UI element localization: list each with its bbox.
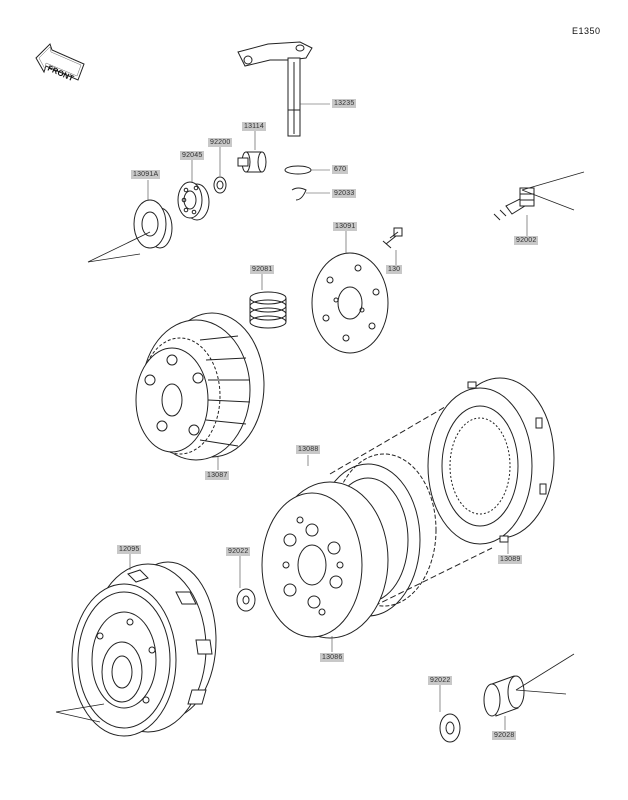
diagram-code: E1350 <box>572 26 601 36</box>
part-label-12095[interactable]: 12095 <box>117 545 142 554</box>
part-label-13087[interactable]: 13087 <box>205 471 230 480</box>
pressure-plate-drawing <box>311 252 389 354</box>
pin-drawing <box>237 151 267 173</box>
bolt-drawing <box>493 171 585 221</box>
clutch-drum-drawing <box>261 481 389 639</box>
part-label-13089[interactable]: 13089 <box>498 555 523 564</box>
part-label-92033[interactable]: 92033 <box>332 189 357 198</box>
washer-2-drawing <box>439 713 461 743</box>
washer-drawing <box>236 588 256 612</box>
clutch-hub-drawing <box>135 312 265 461</box>
part-label-13091[interactable]: 13091 <box>333 222 358 231</box>
part-label-13235[interactable]: 13235 <box>332 99 357 108</box>
part-label-92028[interactable]: 92028 <box>492 731 517 740</box>
part-label-13091a[interactable]: 13091A <box>131 170 161 179</box>
clutch-spring-drawing <box>249 291 287 329</box>
part-label-92022-right[interactable]: 92022 <box>428 676 453 685</box>
pusher-drawing <box>87 199 173 263</box>
bearing-drawing <box>177 181 210 221</box>
circlip-drawing <box>213 176 227 194</box>
circlip-2-drawing <box>291 187 307 201</box>
part-label-92022-left[interactable]: 92022 <box>226 547 251 556</box>
part-label-670[interactable]: 670 <box>332 165 349 174</box>
release-shaft-drawing <box>237 41 313 137</box>
o-ring-drawing <box>284 165 312 175</box>
small-bolt-drawing <box>382 227 403 249</box>
part-label-13088[interactable]: 13088 <box>296 445 321 454</box>
part-label-130[interactable]: 130 <box>386 265 403 274</box>
part-label-92081[interactable]: 92081 <box>250 265 275 274</box>
part-label-92200[interactable]: 92200 <box>208 138 233 147</box>
collar-drawing <box>483 653 575 717</box>
clutch-plate-set-drawing <box>427 377 555 545</box>
front-arrow-icon <box>35 43 85 81</box>
part-label-92002[interactable]: 92002 <box>514 236 539 245</box>
part-label-92045[interactable]: 92045 <box>180 151 205 160</box>
leader-lines <box>129 103 528 730</box>
part-label-13114[interactable]: 13114 <box>242 122 266 131</box>
clutch-housing-drawing <box>55 561 217 737</box>
part-label-13086[interactable]: 13086 <box>320 653 345 662</box>
